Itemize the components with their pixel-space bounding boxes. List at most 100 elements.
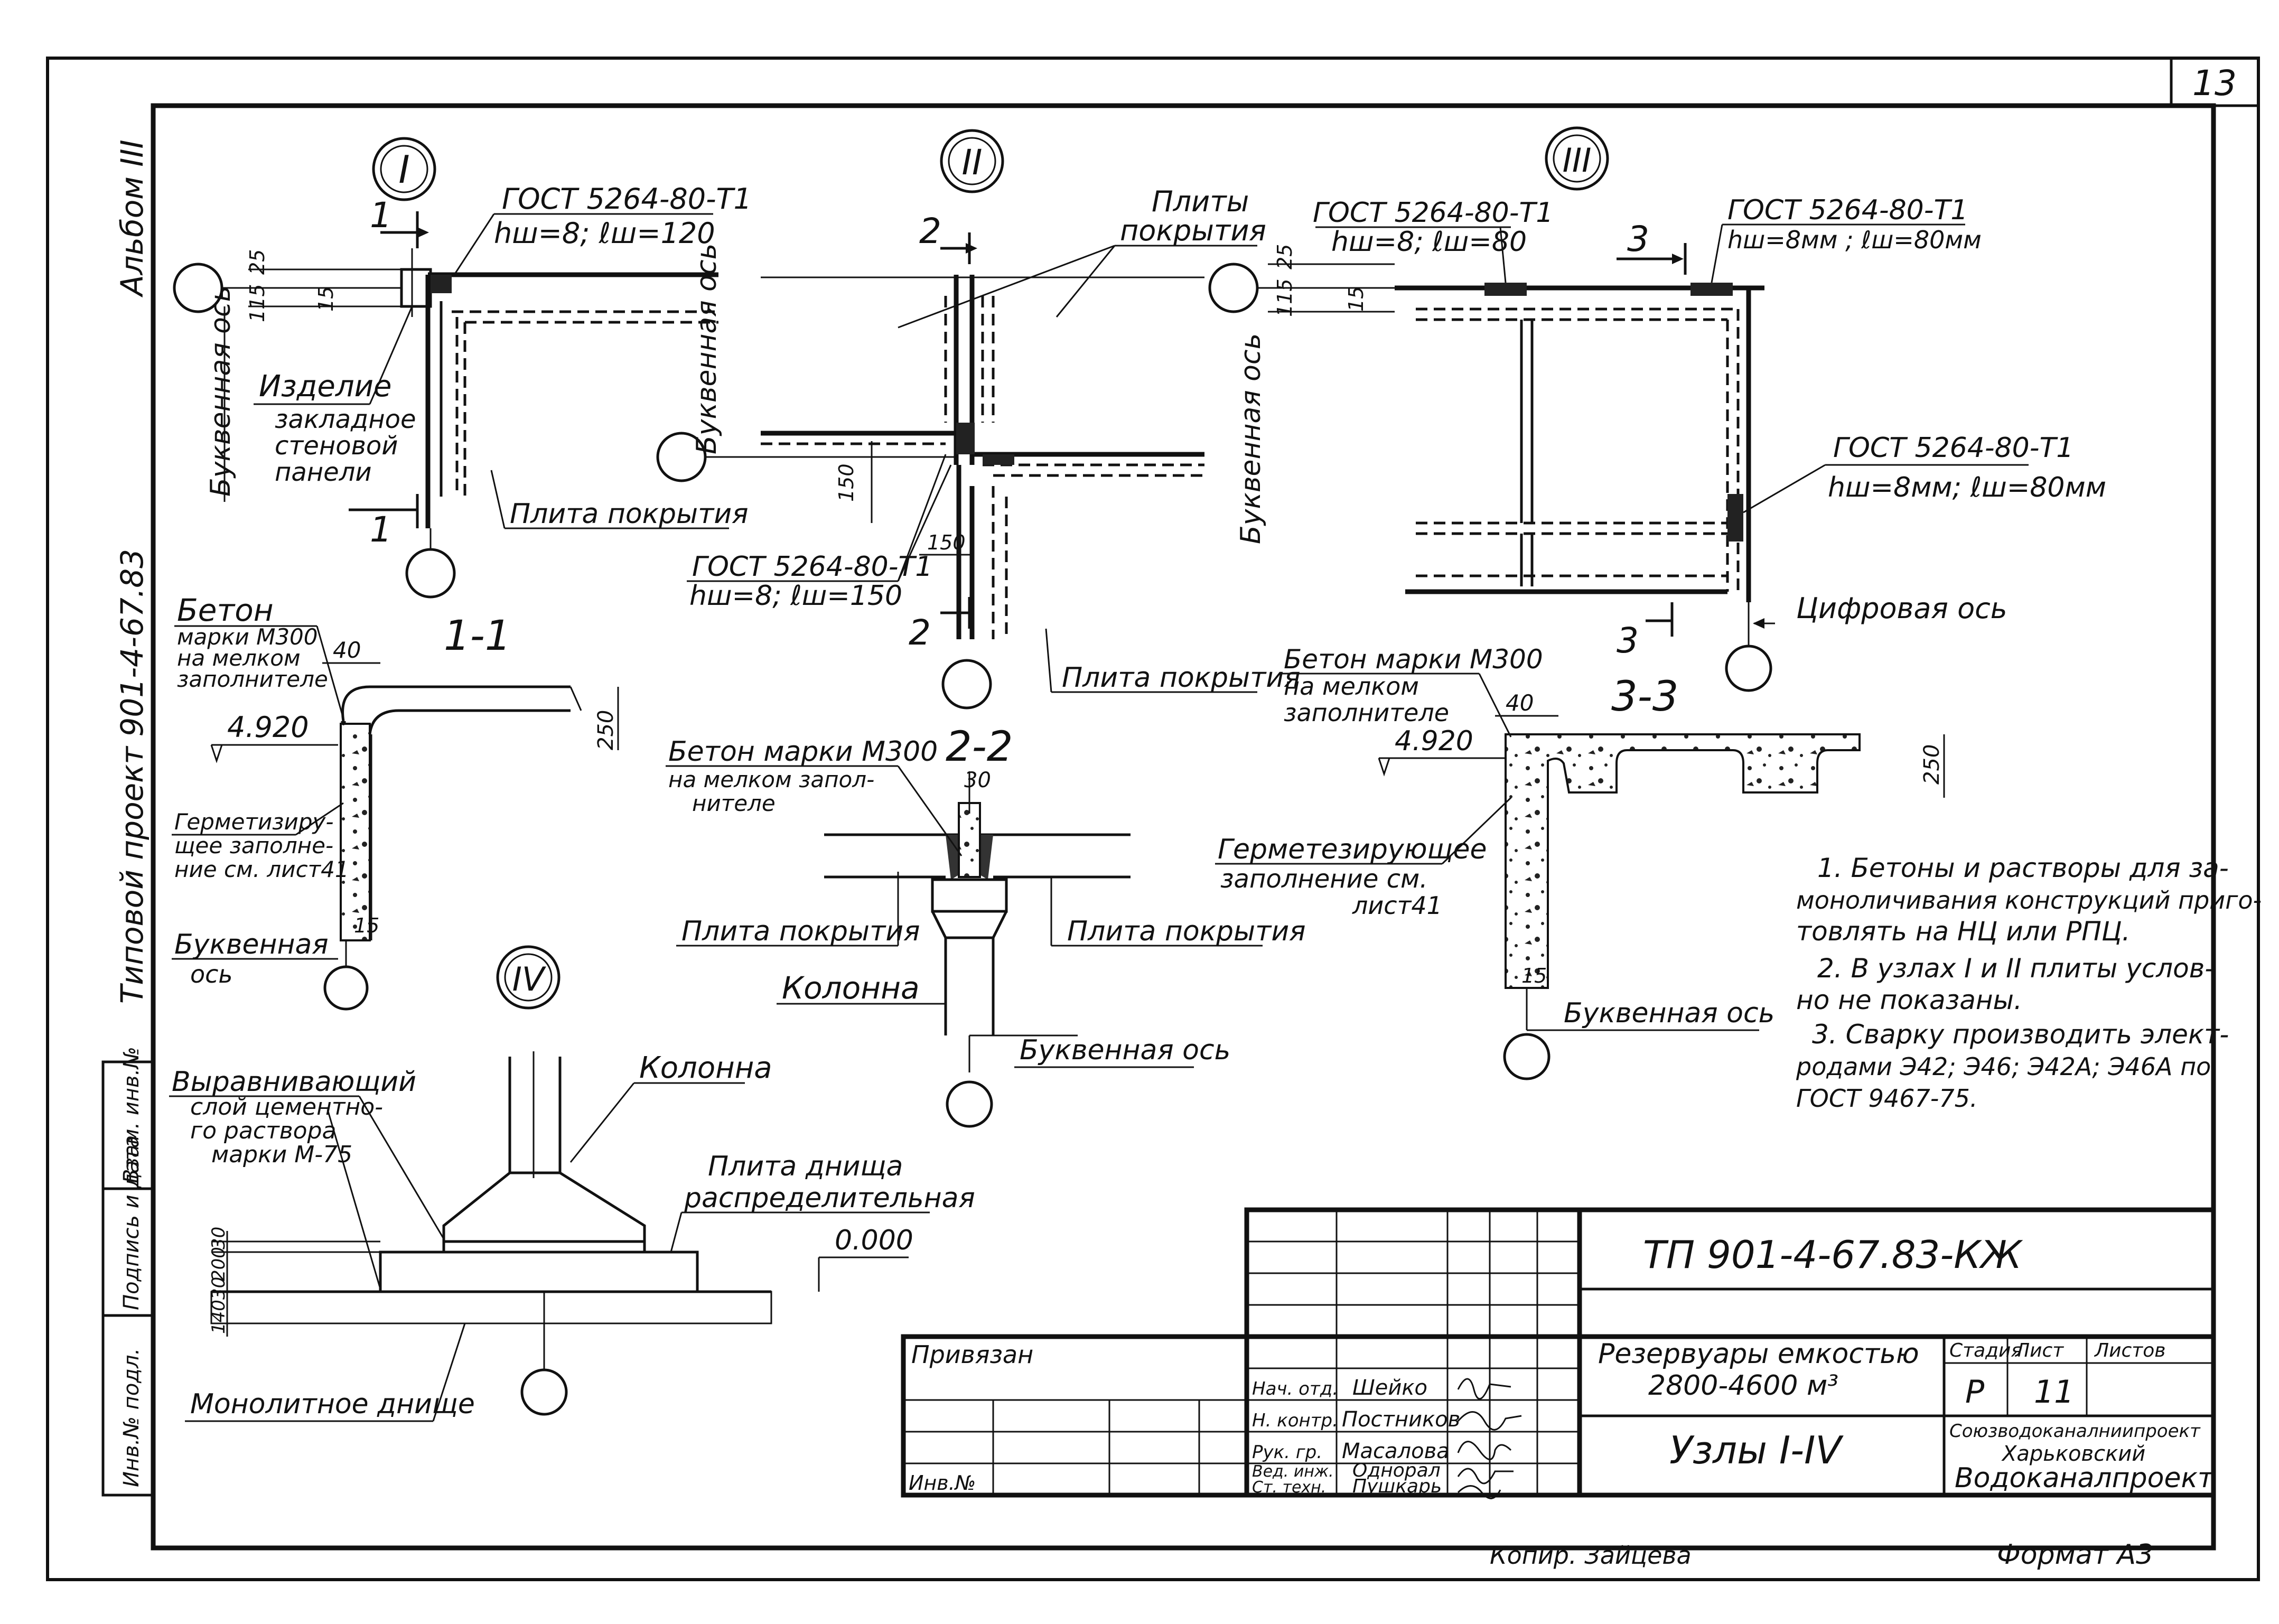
tb-role-1: Нач. отд. (1252, 1378, 1338, 1399)
node-1-item-desc-2: стеновой (275, 431, 398, 461)
section-2-2-concrete-1: Бетон марки М300 (668, 736, 938, 768)
node-2-cut-bottom: 2 (909, 612, 931, 653)
section-1-1-dim-250: 250 (594, 710, 618, 750)
signature-2 (1457, 1411, 1522, 1431)
tb-sheet-name: Узлы I-IV (1669, 1428, 1844, 1472)
note-line-3: товлять на НЦ или РПЦ. (1796, 916, 2131, 947)
tb-stage: Р (1965, 1374, 1985, 1411)
node-3-weld-b: hш=8мм ; ℓш=80мм (1727, 226, 1982, 254)
node-1-item-label: Изделие (259, 369, 391, 404)
note-line-7: родами Э42; Э46; Э42А; Э46А по (1796, 1052, 2211, 1081)
section-1-1-concrete-3: на мелком (177, 645, 301, 671)
section-2-2-column: Колонна (782, 970, 920, 1006)
node-1-gost: ГОСТ 5264-80-Т1 (502, 182, 752, 216)
node-3-axis-label: Буквенная ось (1235, 333, 1267, 544)
node-3-mark: III (1563, 141, 1592, 180)
section-1-1: 1-1 Бетон марки М300 на мелком заполните… (172, 592, 619, 1011)
section-2-2-title: 2-2 (946, 723, 1013, 771)
node-4-leveling-3: го раствора (190, 1117, 336, 1144)
album-label: Альбом III (114, 139, 150, 298)
section-2-2-dim-30: 30 (964, 768, 991, 792)
tb-sheets-header: Листов (2094, 1340, 2165, 1361)
section-1-1-axis-1: Буквенная (174, 929, 329, 960)
node-4-mark: IV (512, 960, 547, 998)
node-3-gost-a: ГОСТ 5264-80-Т1 (1313, 197, 1553, 229)
tb-name-1: Шейко (1352, 1376, 1427, 1400)
section-3-3-dim-15: 15 (1521, 964, 1547, 987)
sheet-number: 13 (2192, 63, 2237, 104)
tb-bound: Привязан (911, 1340, 1033, 1369)
project-label: Типовой проект 901-4-67.83 (114, 549, 150, 1004)
node-4-column: Колонна (639, 1051, 772, 1085)
tb-code: ТП 901-4-67.83-КЖ (1643, 1233, 2023, 1277)
section-1-1-dim-15: 15 (354, 914, 379, 937)
section-2-2-concrete-3: нителе (692, 790, 776, 816)
node-4: IV 30 200 30 140 Колонна Выравнивающий с… (169, 945, 975, 1422)
node-1-dim-115: 115 (246, 284, 269, 322)
section-1-1-sealing-1: Герметизиру- (174, 809, 334, 835)
section-3-3-dim-250: 250 (1920, 744, 1944, 785)
section-2-2: 2-2 30 Бетон марки М300 на мелком запол-… (666, 723, 1305, 1128)
node-1-slab-label: Плита покрытия (510, 498, 748, 530)
node-2-dim-150b: 150 (927, 531, 966, 554)
node-4-bottom-slab-2: распределительная (684, 1182, 975, 1214)
signature-4 (1457, 1468, 1514, 1485)
tb-name-4: Однорал (1352, 1460, 1441, 1481)
tb-name-3: Масалова (1342, 1439, 1450, 1463)
sheet-number-box (2170, 57, 2260, 107)
section-1-1-sealing-3: ние см. лист41 (174, 856, 349, 882)
section-1-1-title: 1-1 (444, 612, 511, 660)
tb-sheet: 11 (2034, 1374, 2074, 1411)
section-1-1-axis-2: ось (190, 960, 233, 988)
node-1: I 1 1 25 115 15 Буквенная ось ГОСТ 5264-… (173, 137, 752, 599)
node-1-mark: I (398, 147, 409, 192)
section-3-3-concrete-3: заполнителе (1284, 698, 1449, 727)
section-1-1-concrete-4: заполнителе (177, 666, 328, 692)
section-3-3-sealing-2: заполнение см. (1220, 864, 1428, 894)
node-3-cut-top: 3 (1627, 219, 1649, 259)
tb-role-2: Н. контр. (1252, 1410, 1338, 1431)
left-stamp (101, 1060, 155, 1497)
tb-role-5: Ст. техн. (1252, 1478, 1326, 1497)
node-2-weld: hш=8; ℓш=150 (689, 580, 902, 612)
copied-by: Копир. Зайцева (1490, 1541, 1692, 1570)
section-1-1-level: 4.920 (227, 711, 309, 744)
tb-org-1: Союзводоканалниипроект (1949, 1421, 2201, 1442)
node-1-dim-15: 15 (314, 286, 338, 312)
note-line-6: 3. Сварку производить элект- (1812, 1019, 2229, 1050)
tb-org-2: Харьковский (2001, 1442, 2145, 1466)
tb-name-5: Пушкарь (1352, 1476, 1442, 1497)
notes: 1. Бетоны и растворы для за- моноличиван… (1796, 853, 2262, 1113)
outer-frame (46, 57, 2260, 1581)
section-3-3-axis: Буквенная ось (1564, 997, 1774, 1029)
node-2-mark: II (962, 142, 983, 183)
note-line-4: 2. В узлах I и II плиты услов- (1817, 953, 2214, 984)
section-3-3-concrete-2: на мелком (1284, 672, 1419, 701)
node-2-dim-150a: 150 (835, 463, 858, 502)
node-4-level: 0.000 (835, 1225, 913, 1256)
tb-inv: Инв.№ (909, 1471, 976, 1495)
note-line-2: моноличивания конструкций приго- (1796, 886, 2262, 914)
stamp-replace-inv: Взам. инв.№ (119, 1047, 144, 1183)
node-2-gost: ГОСТ 5264-80-Т1 (692, 551, 932, 583)
tb-sheet-header: Лист (2014, 1340, 2064, 1361)
node-4-leveling-4: марки М-75 (211, 1141, 352, 1168)
signature-5 (1457, 1485, 1501, 1499)
node-3-gost-b: ГОСТ 5264-80-Т1 (1727, 194, 1968, 226)
section-3-3-concrete-1: Бетон марки М300 (1284, 644, 1543, 675)
node-4-dim-200: 200 (208, 1247, 229, 1281)
node-1-item-desc-1: закладное (275, 405, 416, 434)
signature-3 (1457, 1441, 1512, 1460)
section-2-2-concrete-2: на мелком запол- (668, 767, 874, 792)
node-4-leveling-2: слой цементно- (190, 1094, 383, 1121)
node-2-cut-top: 2 (919, 211, 941, 251)
section-1-1-concrete-1: Бетон (177, 592, 274, 628)
node-2-slabs-top-1: Плиты (1152, 185, 1249, 218)
tb-stage-header: Стадия (1949, 1340, 2022, 1361)
node-2-slab-label: Плита покрытия (1062, 662, 1300, 694)
tb-org-3: Водоканалпроект (1955, 1462, 2215, 1494)
section-1-1-sealing-2: щее заполне- (174, 833, 333, 858)
tb-role-3: Рук. гр. (1252, 1442, 1322, 1463)
title-block: ТП 901-4-67.83-КЖ Резервуары емкостью 28… (901, 1207, 2216, 1499)
